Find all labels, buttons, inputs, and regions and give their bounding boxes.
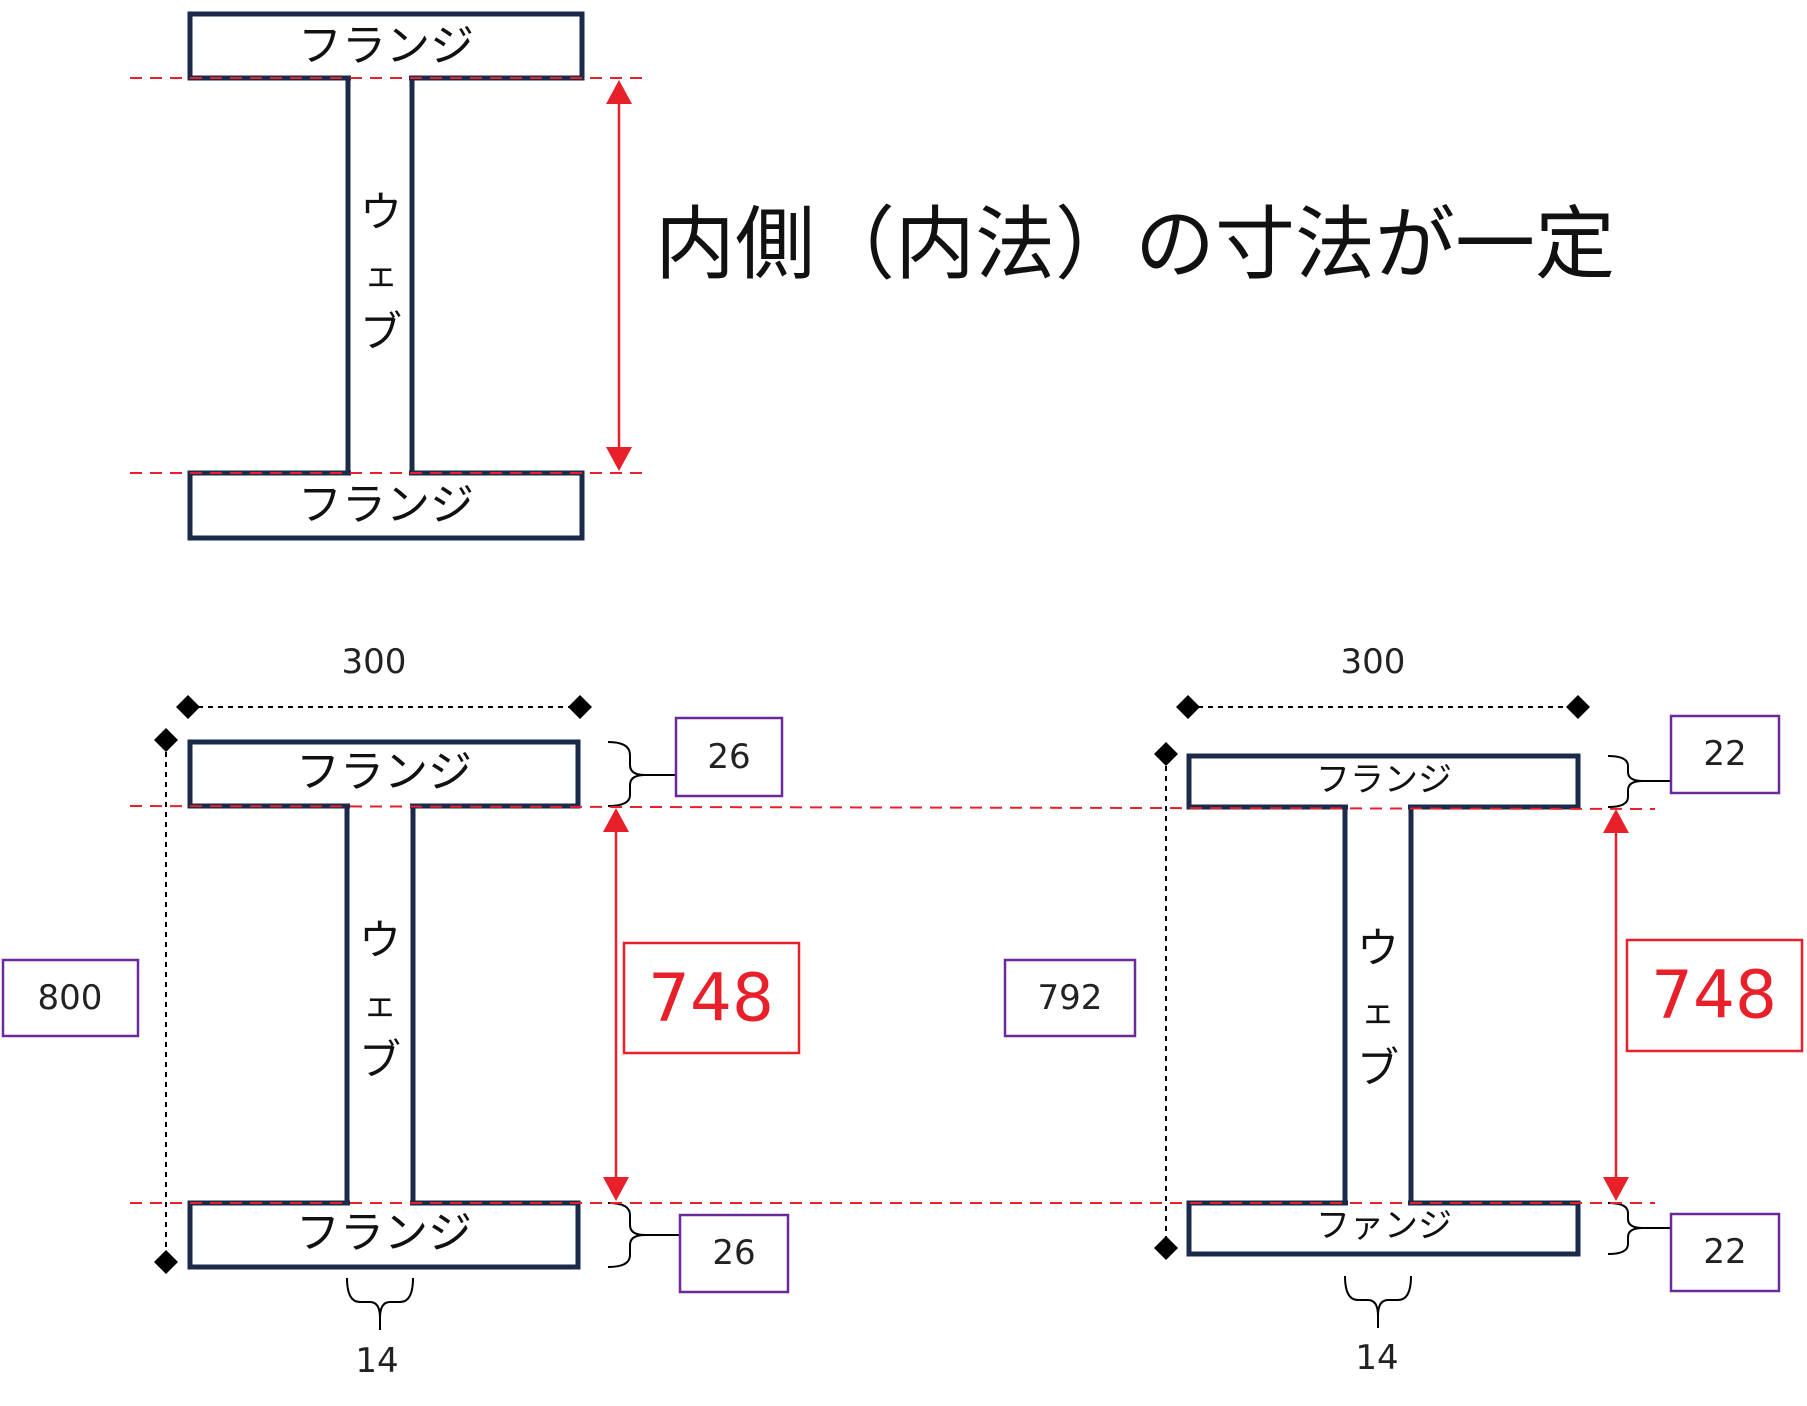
left-beam-bottom-flange-thickness-box (678, 1213, 790, 1294)
left-beam-web-char-2: ェ (363, 985, 397, 1025)
left-beam-height-marker-top (154, 728, 178, 752)
top-beam-arrow-head-down (606, 447, 632, 471)
left-beam-bottom-flange-brace (607, 1202, 646, 1268)
left-beam-bottom-flange (187, 1200, 581, 1270)
left-beam-height-box (1, 958, 140, 1038)
left-beam-web-thickness: 14 (355, 1341, 398, 1381)
left-beam-inner-height: 748 (648, 960, 774, 1037)
right-beam-web-brace (1344, 1275, 1412, 1317)
right-beam-top-flange-thickness: 22 (1703, 734, 1746, 774)
top-beam-top-flange-label: フランジ (298, 21, 474, 72)
right-beam-top-flange-label: フランジ (1316, 760, 1452, 800)
left-beam-web-brace (346, 1277, 414, 1319)
right-beam-width-marker-right (1566, 695, 1590, 719)
left-beam-width-marker-right (568, 695, 592, 719)
right-beam-top-flange-thickness-box (1669, 714, 1781, 795)
right-beam-inner-height: 748 (1651, 957, 1777, 1034)
right-beam-web-char-1: ウ (1357, 924, 1399, 973)
left-beam-inner-height-box (622, 941, 801, 1055)
right-beam-web-char-3: ブ (1357, 1044, 1399, 1093)
right-beam-width-label: 300 (1341, 642, 1406, 682)
right-beam-bottom-flange-thickness: 22 (1703, 1232, 1746, 1272)
right-beam-web-thickness: 14 (1355, 1338, 1398, 1378)
left-beam-bottom-flange-label: フランジ (296, 1208, 472, 1259)
left-beam-arrow-head-down (603, 1177, 629, 1201)
left-beam-width-marker-left (176, 695, 200, 719)
top-beam-bottom-flange-label: フランジ (298, 480, 474, 531)
right-beam-width-marker-left (1176, 695, 1200, 719)
top-beam-arrow-head-up (606, 80, 632, 104)
left-beam-arrow-head-up (603, 808, 629, 832)
left-beam-top-flange-thickness: 26 (707, 737, 750, 777)
right-beam-height-marker-top (1154, 742, 1178, 766)
right-beam: フランジ ファンジ ウ ェ ブ 300 792 22 22 14 (1003, 642, 1804, 1378)
right-beam-height-box (1003, 958, 1137, 1038)
right-beam-bottom-flange-label: ファンジ (1316, 1206, 1452, 1246)
right-beam-bottom-flange-brace (1607, 1202, 1644, 1255)
heading: 内側（内法）の寸法が一定 (655, 198, 1615, 291)
left-beam-height-label: 800 (38, 978, 103, 1018)
right-beam-height-marker-bottom (1154, 1236, 1178, 1260)
right-beam-web-char-2: ェ (1361, 992, 1395, 1032)
right-beam-arrow-head-down (1603, 1177, 1629, 1201)
left-beam-height-marker-bottom (154, 1250, 178, 1274)
top-beam: フランジ フランジ ウ ェ ブ (130, 11, 650, 541)
left-beam-bottom-flange-thickness: 26 (712, 1233, 755, 1273)
left-beam-width-label: 300 (342, 642, 407, 682)
left-beam: フランジ フランジ ウ ェ ブ 300 800 26 26 14 (1, 642, 801, 1381)
left-beam-top-flange-label: フランジ (296, 747, 472, 798)
right-beam-top-flange-brace (1607, 755, 1644, 808)
top-beam-web-char-3: ブ (360, 308, 402, 357)
inner-top-guide (129, 805, 1656, 810)
left-beam-top-flange-brace (607, 741, 646, 807)
left-beam-web-char-3: ブ (359, 1036, 401, 1085)
right-beam-inner-height-box (1625, 938, 1804, 1053)
top-beam-web-char-1: ウ (360, 188, 402, 237)
right-beam-arrow-head-up (1603, 809, 1629, 833)
top-beam-web-char-2: ェ (364, 255, 398, 295)
left-beam-web-char-1: ウ (359, 916, 401, 965)
left-beam-top-flange-thickness-box (674, 716, 784, 798)
right-beam-height-label: 792 (1038, 978, 1103, 1018)
right-beam-bottom-flange-thickness-box (1669, 1212, 1781, 1293)
